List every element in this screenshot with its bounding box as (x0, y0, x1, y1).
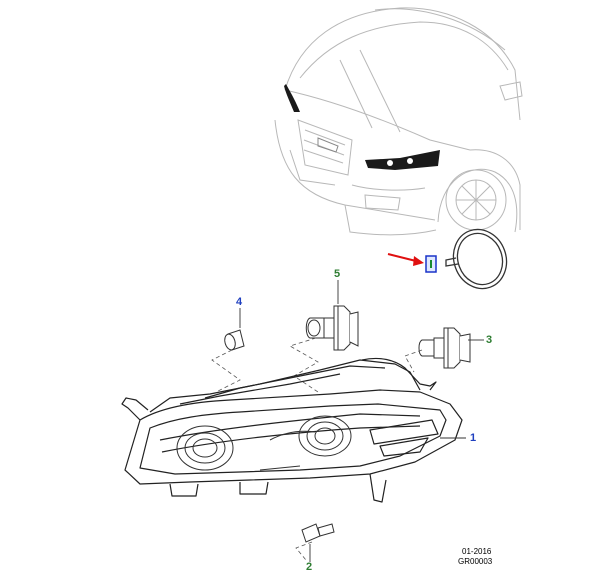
callout-5[interactable]: 5 (334, 268, 341, 280)
bulb-3[interactable] (418, 327, 471, 369)
bulb-5[interactable] (305, 305, 359, 351)
bulb-4[interactable] (223, 329, 245, 351)
assembly-guides (211, 337, 423, 561)
screw-2[interactable] (301, 523, 335, 543)
vehicle-front-illustration (274, 7, 523, 236)
vehicle-headlight-marks (284, 84, 440, 170)
callout-1[interactable]: 1 (470, 432, 477, 444)
footer-code: GR00003 (458, 557, 493, 566)
projector-lenses (176, 415, 352, 471)
headlamp-assembly[interactable] (121, 357, 463, 503)
callout-2[interactable]: 2 (306, 561, 313, 573)
pointer-arrow (387, 253, 424, 266)
footer-date: 01-2016 (462, 547, 492, 556)
callout-3[interactable]: 3 (486, 334, 493, 346)
leader-lines (239, 280, 484, 562)
headlamp-ring (445, 228, 508, 290)
callout-4[interactable]: 4 (236, 296, 243, 308)
